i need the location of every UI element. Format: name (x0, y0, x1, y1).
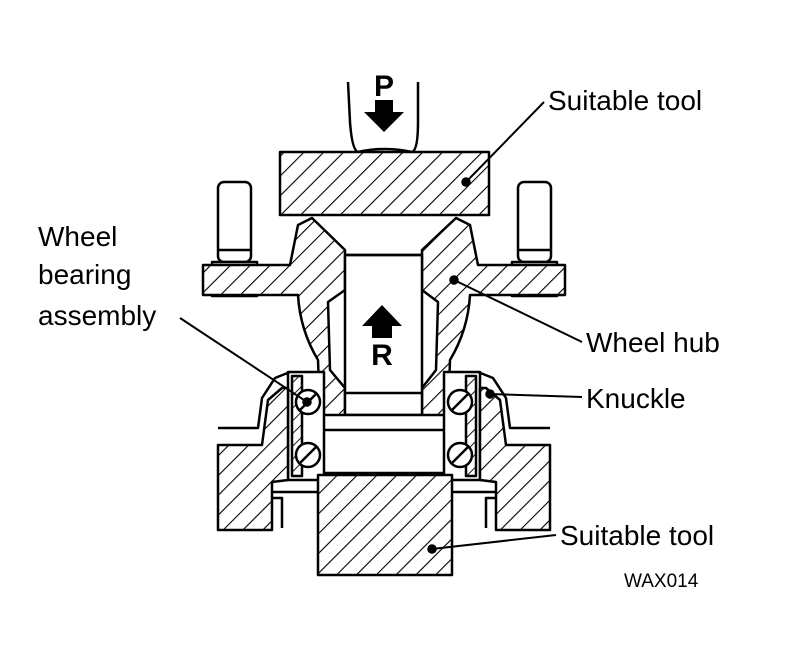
label-wheel-hub: Wheel hub (586, 327, 720, 358)
knuckle-left (216, 386, 290, 532)
press-ram (346, 81, 420, 154)
label-knuckle: Knuckle (586, 383, 686, 414)
bearing-outer-left (286, 370, 326, 482)
label-suitable-tool-top: Suitable tool (548, 85, 702, 116)
press-arrow-label: P (374, 70, 394, 103)
leader-suitable-tool-bottom (431, 534, 557, 550)
reaction-arrow-icon (362, 305, 402, 338)
bottom-support-tool (316, 473, 454, 577)
label-wheel-bearing-line1: Wheel (38, 221, 117, 252)
label-suitable-tool-bottom: Suitable tool (560, 520, 714, 551)
wheel-hub-left (201, 216, 347, 420)
figure-code: WAX014 (624, 571, 699, 592)
leader-suitable-tool-top (465, 101, 545, 183)
label-wheel-bearing-line3: assembly (38, 300, 156, 331)
press-arrow-icon (364, 100, 404, 132)
leader-wheel-bearing (179, 317, 308, 403)
leader-knuckle (489, 393, 583, 398)
knuckle-right (478, 386, 552, 532)
top-press-plate (278, 150, 491, 217)
label-wheel-bearing-line2: bearing (38, 259, 131, 290)
reaction-arrow-label: R (371, 339, 393, 372)
leader-wheel-hub (453, 279, 583, 343)
wheel-hub-right (420, 216, 567, 420)
bearing-outer-right (442, 370, 482, 482)
inner-race (320, 413, 448, 475)
